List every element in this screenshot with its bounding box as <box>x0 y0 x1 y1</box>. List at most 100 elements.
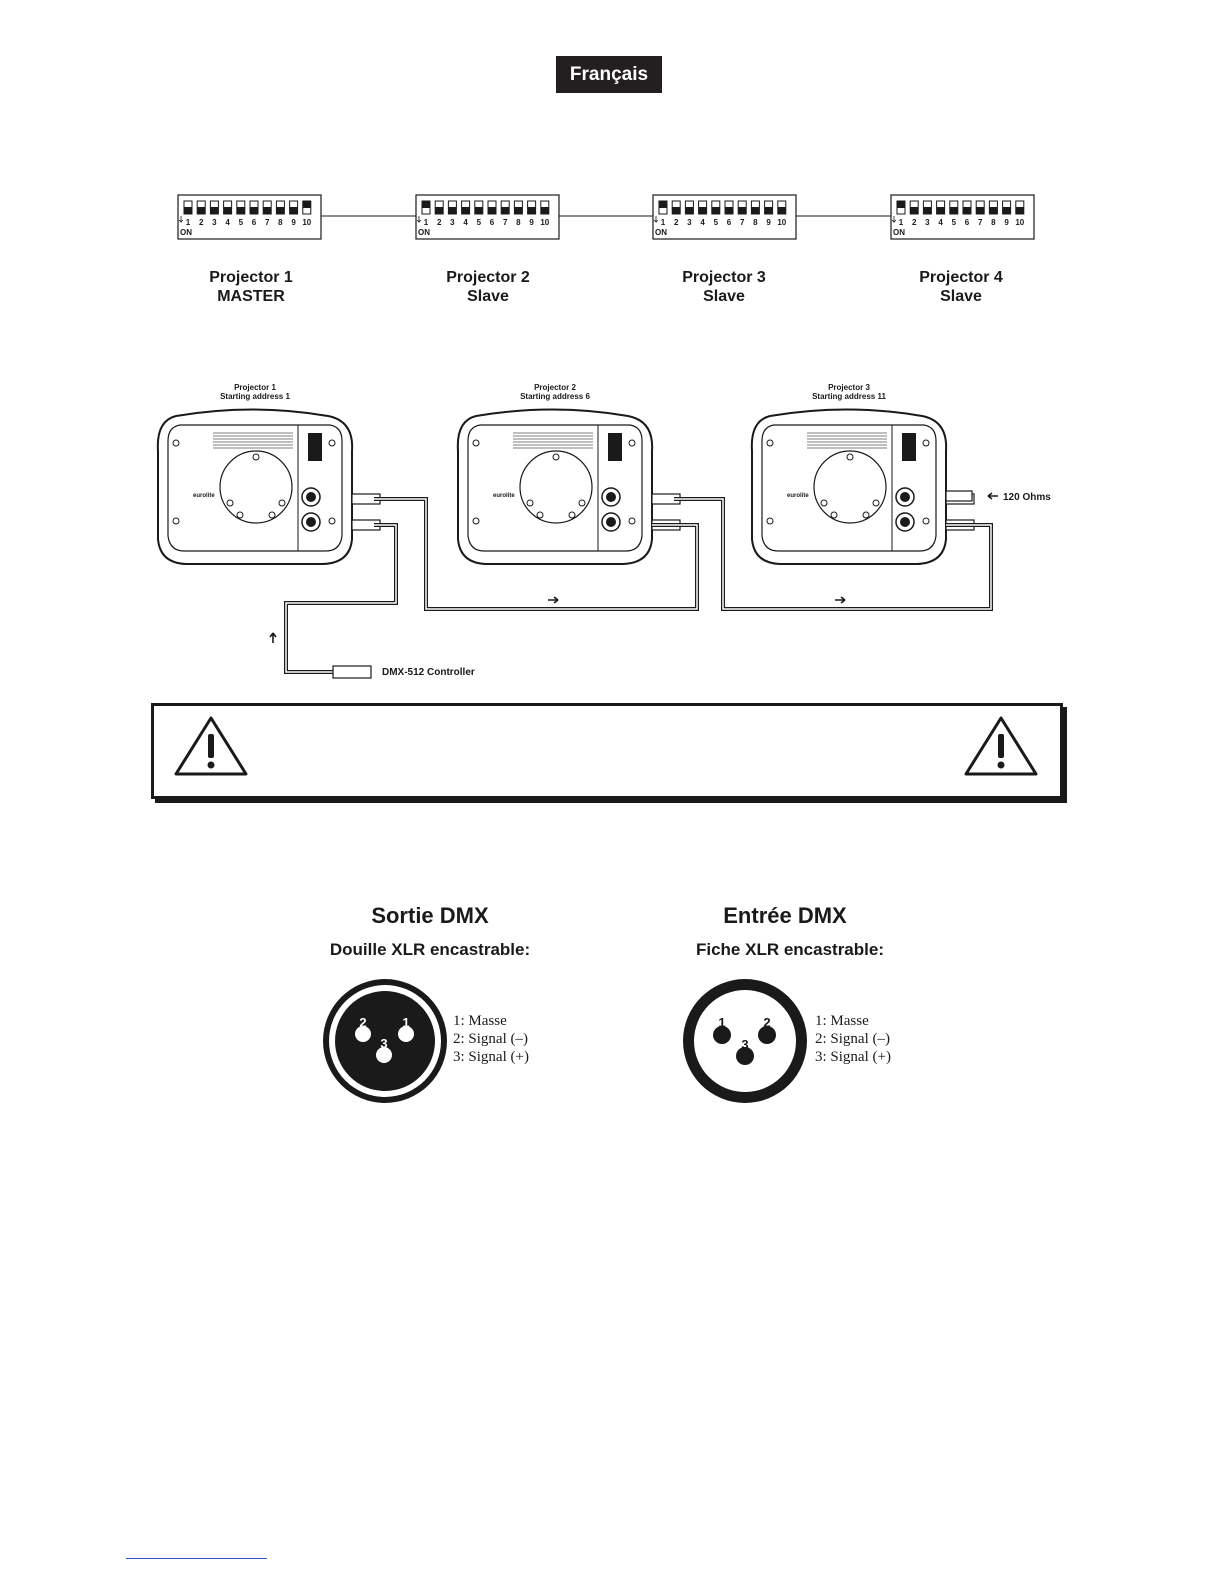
dip-toggle-lever <box>976 207 985 214</box>
dip-number: 10 <box>1015 218 1024 227</box>
projector-role: Slave <box>467 288 509 305</box>
unit-name: Projector 2 <box>534 383 576 392</box>
dip-number: 6 <box>252 218 257 227</box>
footer-rule <box>126 1558 267 1559</box>
unit-address: Starting address 6 <box>520 392 590 401</box>
dip-toggle-lever <box>659 201 667 208</box>
dip-number: 10 <box>540 218 549 227</box>
arrow-up-icon <box>269 632 277 643</box>
screw-icon <box>226 499 234 507</box>
screw-icon <box>172 517 180 525</box>
dip-toggle-lever <box>276 207 285 214</box>
dip-number: 7 <box>503 218 508 227</box>
brand-label: eurolite <box>787 493 809 499</box>
dip-number: 4 <box>225 218 230 227</box>
warning-box <box>151 703 1063 799</box>
dip-toggle-lever <box>223 207 232 214</box>
pin-label: 3: Signal (+) <box>815 1049 891 1065</box>
dip-toggle-lever <box>685 207 694 214</box>
dip-number: 5 <box>714 218 719 227</box>
projector-name: Projector 1 <box>209 269 293 286</box>
dip-number: 4 <box>463 218 468 227</box>
dip-toggle-lever <box>501 207 510 214</box>
dmx-cable-2-3-core <box>674 498 992 610</box>
screw-icon <box>472 439 480 447</box>
dip-toggle-lever <box>672 207 681 214</box>
controller-label: DMX-512 Controller <box>382 667 475 678</box>
pin-label: 1: Masse <box>815 1013 869 1029</box>
dip-toggle-lever <box>488 207 496 214</box>
xlr-socket-core <box>900 517 910 527</box>
dmx-cable-controller-core <box>285 524 397 673</box>
dip-number: 8 <box>991 218 996 227</box>
screw-icon <box>922 439 930 447</box>
dip-toggle-lever <box>1002 207 1011 214</box>
dip-number: 8 <box>753 218 758 227</box>
brand-label: eurolite <box>493 493 515 499</box>
lens-plate <box>813 450 887 524</box>
unit-name: Projector 1 <box>234 383 276 392</box>
screw-icon <box>472 517 480 525</box>
arrow-icon <box>891 216 897 223</box>
dip-number: 3 <box>687 218 692 227</box>
screw-icon <box>628 439 636 447</box>
dip-on-label: ON <box>180 228 192 237</box>
dip-number: 10 <box>302 218 311 227</box>
projector-2-caption: Projector 2 Slave <box>388 268 588 306</box>
dip-toggle-lever <box>184 207 192 214</box>
dip-number: 1 <box>186 218 191 227</box>
projector-name: Projector 3 <box>682 269 766 286</box>
dip-number: 9 <box>766 218 771 227</box>
dip-number: 9 <box>529 218 534 227</box>
dip-toggle-lever <box>698 207 707 214</box>
screw-icon <box>766 439 774 447</box>
dip-number: 10 <box>777 218 786 227</box>
dip-on-label: ON <box>655 228 667 237</box>
projector-4-caption: Projector 4 Slave <box>861 268 1061 306</box>
dip-toggle-lever <box>751 207 760 214</box>
language-badge: Français <box>556 56 662 93</box>
warning-triangle-icon <box>174 716 248 776</box>
dip-toggle-lever <box>197 207 206 214</box>
dip-number: 4 <box>700 218 705 227</box>
dip-toggle-lever <box>764 207 773 214</box>
unit-name: Projector 3 <box>828 383 870 392</box>
dip-toggle-lever <box>725 207 733 214</box>
screw-icon <box>766 517 774 525</box>
dip-number: 3 <box>212 218 217 227</box>
projector-role: Slave <box>703 288 745 305</box>
dip-toggle-lever <box>210 207 219 214</box>
dip-toggle-lever <box>1015 207 1024 214</box>
dip-number: 2 <box>437 218 442 227</box>
dip-number: 7 <box>978 218 983 227</box>
pin-label: 2: Signal (–) <box>815 1031 890 1047</box>
output-connector-subtitle: Douille XLR encastrable: <box>329 940 531 959</box>
display-icon <box>902 433 916 461</box>
xlr-socket-core <box>306 492 316 502</box>
dip-toggle-lever <box>711 207 720 214</box>
output-connector-title: Sortie DMX <box>371 903 489 928</box>
screw-icon <box>236 511 244 519</box>
terminator-label: 120 Ohms <box>1003 492 1051 503</box>
warning-triangle-icon <box>964 716 1038 776</box>
input-pin-list: 1: Masse 2: Signal (–) 3: Signal (+) <box>815 1012 891 1066</box>
dip-number: 8 <box>516 218 521 227</box>
dip-number: 1 <box>899 218 904 227</box>
pin-label: 1: Masse <box>453 1013 507 1029</box>
dip-toggle-lever <box>422 201 430 208</box>
dip-number: 9 <box>1004 218 1009 227</box>
dip-number: 7 <box>740 218 745 227</box>
arrow-left-icon <box>987 492 998 500</box>
pin-label: 2: Signal (–) <box>453 1031 528 1047</box>
xlr-socket-core <box>606 492 616 502</box>
dip-number: 6 <box>965 218 970 227</box>
pin-label: 3: Signal (+) <box>453 1049 529 1065</box>
unit-address: Starting address 11 <box>812 392 886 401</box>
dip-toggle-lever <box>949 207 958 214</box>
dip-toggle-lever <box>474 207 483 214</box>
dip-toggle-lever <box>263 207 272 214</box>
